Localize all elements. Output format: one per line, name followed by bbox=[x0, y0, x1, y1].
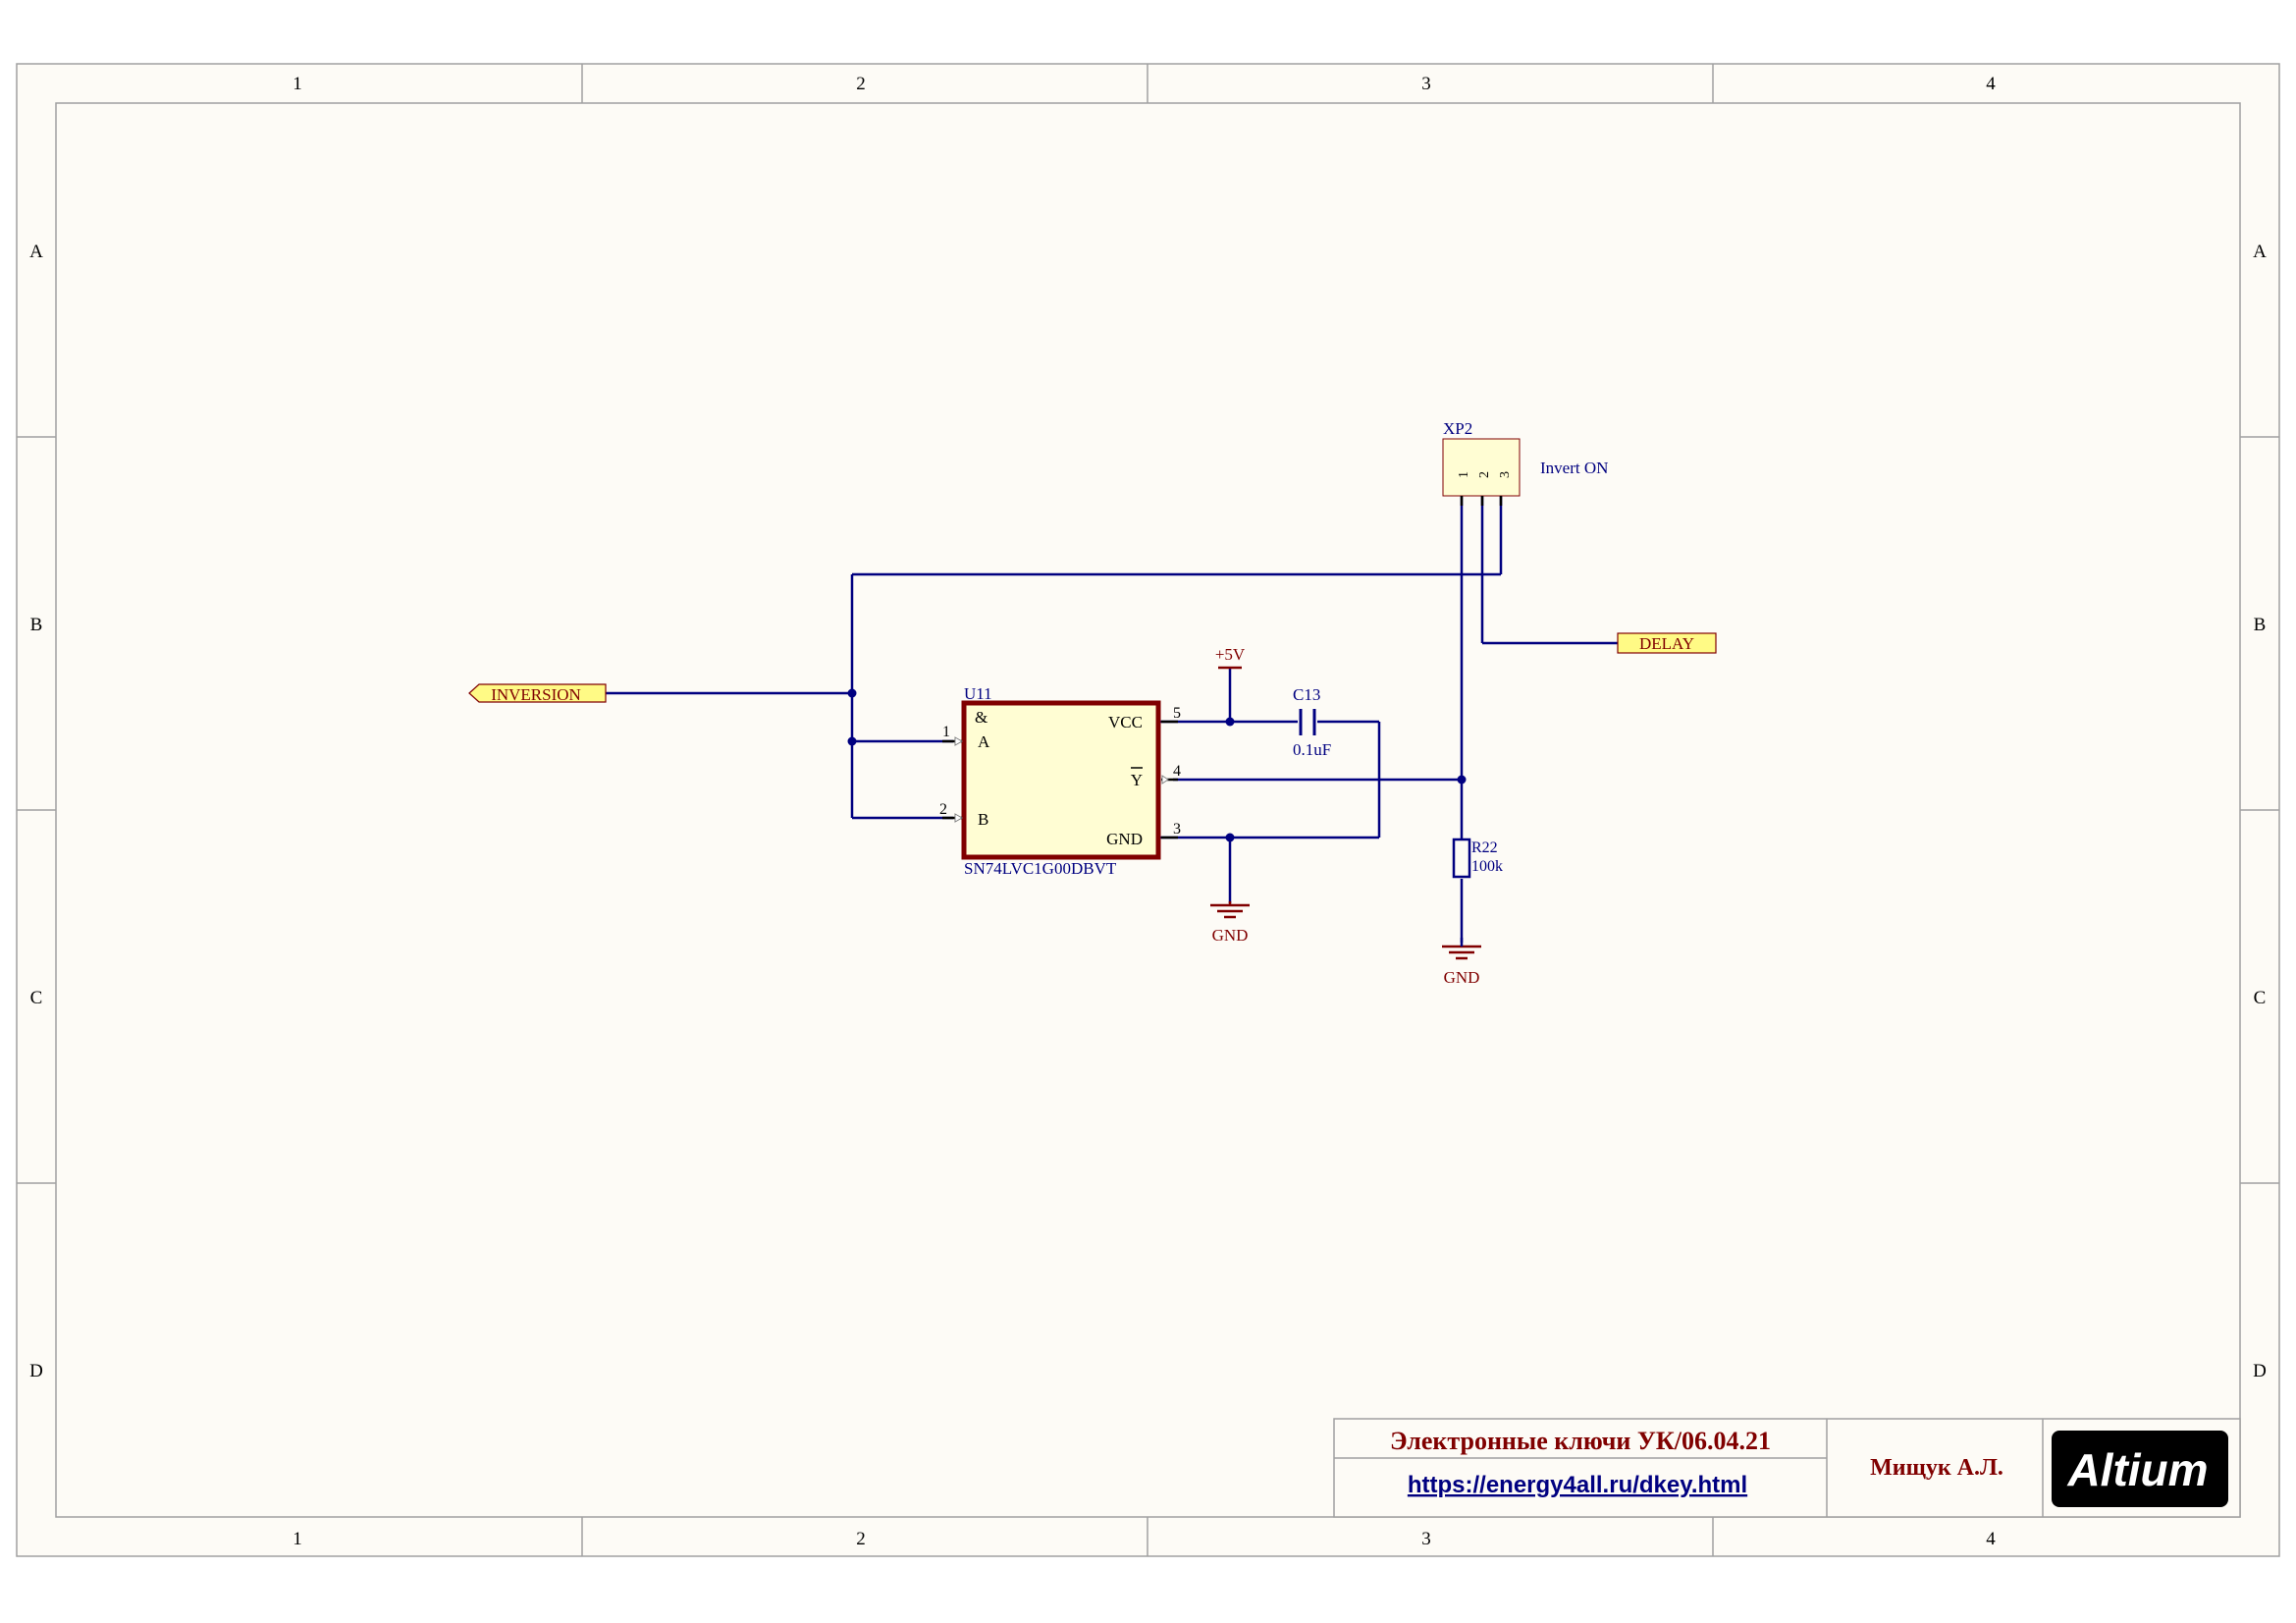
zone-row-a-right: A bbox=[2253, 242, 2267, 262]
c13-designator: C13 bbox=[1293, 685, 1320, 704]
r22-designator: R22 bbox=[1471, 839, 1498, 856]
u11-pin-a-name: A bbox=[978, 732, 990, 751]
u11-pin-gnd-name: GND bbox=[1106, 830, 1143, 848]
u11-designator: U11 bbox=[964, 684, 992, 703]
zone-row-b-left: B bbox=[30, 615, 43, 635]
ground-r22-label: GND bbox=[1444, 968, 1480, 987]
ground-u11-label: GND bbox=[1212, 926, 1249, 945]
port-delay-label: DELAY bbox=[1639, 634, 1694, 653]
zone-col-3-bottom: 3 bbox=[1421, 1529, 1431, 1549]
r22-value: 100k bbox=[1471, 858, 1503, 875]
zone-row-c-left: C bbox=[30, 988, 43, 1008]
zone-row-d-left: D bbox=[29, 1361, 43, 1381]
u11-pin-2-number: 2 bbox=[939, 801, 947, 818]
u11-pin-5-number: 5 bbox=[1173, 705, 1181, 722]
wires bbox=[606, 496, 1618, 943]
u11-pin-3-number: 3 bbox=[1173, 821, 1181, 838]
zone-col-4-bottom: 4 bbox=[1986, 1529, 1996, 1549]
zone-col-2-top: 2 bbox=[856, 74, 866, 94]
junction-dot bbox=[847, 736, 857, 746]
zone-col-1-top: 1 bbox=[293, 74, 302, 94]
zone-row-b-right: B bbox=[2254, 615, 2267, 635]
zone-col-3-top: 3 bbox=[1421, 74, 1431, 94]
zone-col-4-top: 4 bbox=[1986, 74, 1996, 94]
port-inversion[interactable]: INVERSION bbox=[468, 683, 607, 704]
xp2-pin-3: 3 bbox=[1498, 471, 1513, 478]
junction-dot bbox=[1225, 717, 1235, 727]
connector-xp2[interactable]: XP2 Invert ON 1 2 3 bbox=[1442, 419, 1608, 506]
u11-pin-4-number: 4 bbox=[1173, 763, 1181, 780]
title-url-link[interactable]: https://energy4all.ru/dkey.html bbox=[1408, 1472, 1747, 1498]
zone-row-a-left: A bbox=[29, 242, 43, 262]
port-inversion-label: INVERSION bbox=[491, 685, 581, 704]
u11-pin-vcc-name: VCC bbox=[1108, 713, 1143, 731]
port-delay[interactable]: DELAY bbox=[1617, 632, 1717, 654]
zone-col-1-bottom: 1 bbox=[293, 1529, 302, 1549]
zone-row-c-right: C bbox=[2254, 988, 2267, 1008]
junction-dot bbox=[847, 688, 857, 698]
xp2-pin-1: 1 bbox=[1457, 471, 1471, 478]
xp2-comment: Invert ON bbox=[1540, 459, 1608, 477]
u11-pin-y-name: Y bbox=[1131, 771, 1143, 789]
power-5v-label: +5V bbox=[1215, 645, 1246, 664]
zone-col-2-bottom: 2 bbox=[856, 1529, 866, 1549]
resistor-r22[interactable]: R22 100k bbox=[1452, 838, 1503, 879]
junctions bbox=[847, 688, 1467, 842]
junction-dot bbox=[1225, 833, 1235, 842]
power-port-5v: +5V bbox=[1215, 645, 1246, 670]
u11-pin-1-number: 1 bbox=[942, 724, 950, 740]
zone-row-d-right: D bbox=[2253, 1361, 2267, 1381]
u11-part: SN74LVC1G00DBVT bbox=[964, 859, 1117, 878]
u11-symbol: & bbox=[975, 708, 988, 727]
ground-symbol-u11 bbox=[1210, 901, 1250, 919]
c13-value: 0.1uF bbox=[1293, 740, 1331, 759]
xp2-designator: XP2 bbox=[1443, 419, 1472, 438]
ic-u11[interactable]: U11 SN74LVC1G00DBVT & 1 2 5 4 3 A B VCC … bbox=[939, 684, 1181, 878]
title-text: Электронные ключи УК/06.04.21 bbox=[1390, 1427, 1771, 1455]
author-name: Мищук А.Л. bbox=[1870, 1455, 2003, 1481]
title-block: Электронные ключи УК/06.04.21 https://en… bbox=[1333, 1418, 2241, 1518]
altium-logo-text: Altium bbox=[2066, 1444, 2208, 1495]
u11-pin-b-name: B bbox=[978, 810, 988, 829]
junction-dot bbox=[1457, 775, 1467, 784]
xp2-pin-2: 2 bbox=[1477, 471, 1492, 478]
altium-logo: Altium bbox=[2052, 1431, 2228, 1507]
capacitor-c13[interactable]: C13 0.1uF bbox=[1293, 685, 1331, 759]
